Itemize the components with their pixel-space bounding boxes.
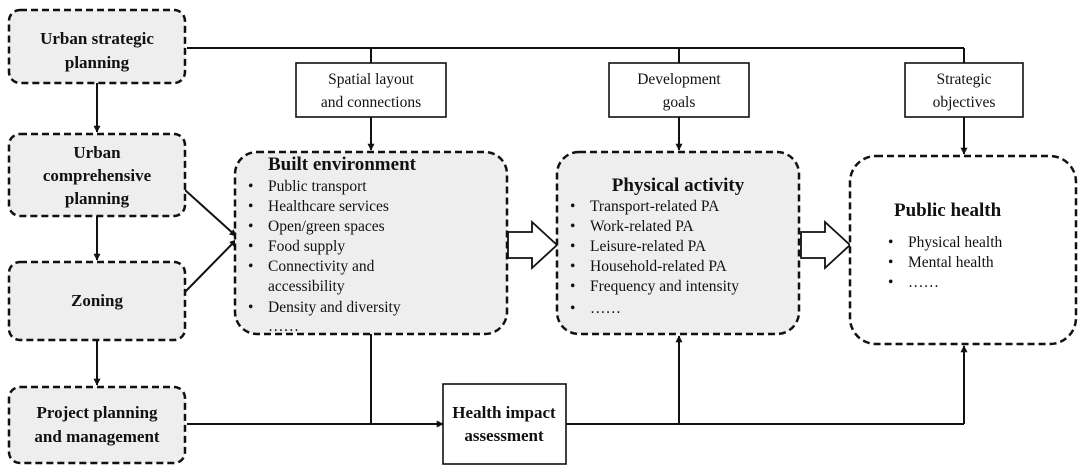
label-box-spatial: Spatial layout and connections — [295, 62, 447, 118]
planning-box-project: Project planning and management — [7, 385, 187, 465]
planning-box-zoning: Zoning — [7, 260, 187, 342]
development-line-1: Development — [637, 71, 721, 88]
built-item-ellipsis: …… — [268, 318, 299, 335]
bullet: • — [570, 300, 575, 317]
label-box-development: Development goals — [608, 62, 750, 118]
activity-item: Work-related PA — [590, 218, 694, 235]
built-environment-list: • Public transport • Healthcare services… — [248, 178, 401, 335]
comprehensive-line-1: Urban — [73, 143, 121, 162]
bullet: • — [248, 299, 253, 316]
bullet: • — [888, 274, 893, 291]
connectors — [93, 47, 968, 428]
built-item: Open/green spaces — [268, 218, 385, 235]
spatial-line-1: Spatial layout — [328, 71, 414, 88]
physical-activity-title: Physical activity — [612, 175, 745, 196]
bullet: • — [888, 254, 893, 271]
public-health-list: • Physical health • Mental health • …… — [888, 234, 1003, 291]
arrow-comprehensive-to-built — [184, 189, 237, 237]
activity-item: …… — [590, 300, 621, 317]
bullet: • — [248, 238, 253, 255]
comprehensive-line-3: planning — [65, 189, 130, 208]
health-item: …… — [908, 274, 939, 291]
arrow-zoning-to-built — [184, 239, 237, 293]
development-line-2: goals — [663, 94, 696, 111]
bullet: • — [570, 218, 575, 235]
spatial-line-2: and connections — [321, 94, 421, 111]
bullet: • — [248, 198, 253, 215]
activity-item: Household-related PA — [590, 258, 728, 275]
planning-box-comprehensive: Urban comprehensive planning — [7, 132, 187, 218]
built-item: Healthcare services — [268, 198, 389, 215]
physical-activity-box: Physical activity • Transport-related PA… — [555, 150, 801, 336]
bullet: • — [570, 258, 575, 275]
built-item: Connectivity and — [268, 258, 375, 275]
health-item: Physical health — [908, 234, 1003, 251]
project-line-2: and management — [34, 427, 159, 446]
comprehensive-line-2: comprehensive — [43, 166, 152, 185]
bullet: • — [888, 234, 893, 251]
hia-line-1: Health impact — [452, 403, 556, 422]
built-environment-title: Built environment — [268, 154, 417, 175]
activity-item: Transport-related PA — [590, 198, 720, 215]
activity-item: Frequency and intensity — [590, 278, 739, 295]
built-environment-box: Built environment • Public transport • H… — [233, 150, 509, 336]
strategic-obj-line-2: objectives — [933, 94, 996, 111]
zoning-label: Zoning — [71, 291, 123, 310]
activity-item: Leisure-related PA — [590, 238, 707, 255]
bullet: • — [248, 218, 253, 235]
built-item: Food supply — [268, 238, 345, 255]
health-item: Mental health — [908, 254, 994, 271]
built-item: Public transport — [268, 178, 367, 195]
physical-activity-list: • Transport-related PA • Work-related PA… — [570, 198, 739, 317]
bullet: • — [248, 258, 253, 275]
bullet: • — [570, 198, 575, 215]
strategic-line-2: planning — [65, 53, 130, 72]
built-item-continued: accessibility — [268, 278, 345, 295]
planning-box-strategic: Urban strategic planning — [7, 8, 187, 85]
hollow-arrow-built-to-activity — [507, 219, 559, 271]
project-line-1: Project planning — [36, 403, 158, 422]
label-box-strategic: Strategic objectives — [904, 62, 1024, 118]
strategic-line-1: Urban strategic — [40, 29, 154, 48]
hia-line-2: assessment — [464, 426, 544, 445]
strategic-obj-line-1: Strategic — [936, 71, 991, 88]
hollow-arrow-activity-to-health — [800, 219, 852, 271]
public-health-box: Public health • Physical health • Mental… — [848, 154, 1078, 346]
public-health-title: Public health — [894, 200, 1002, 221]
bullet: • — [570, 278, 575, 295]
health-impact-assessment-box: Health impact assessment — [442, 383, 567, 465]
built-item: Density and diversity — [268, 299, 401, 316]
bullet: • — [570, 238, 575, 255]
bullet: • — [248, 178, 253, 195]
